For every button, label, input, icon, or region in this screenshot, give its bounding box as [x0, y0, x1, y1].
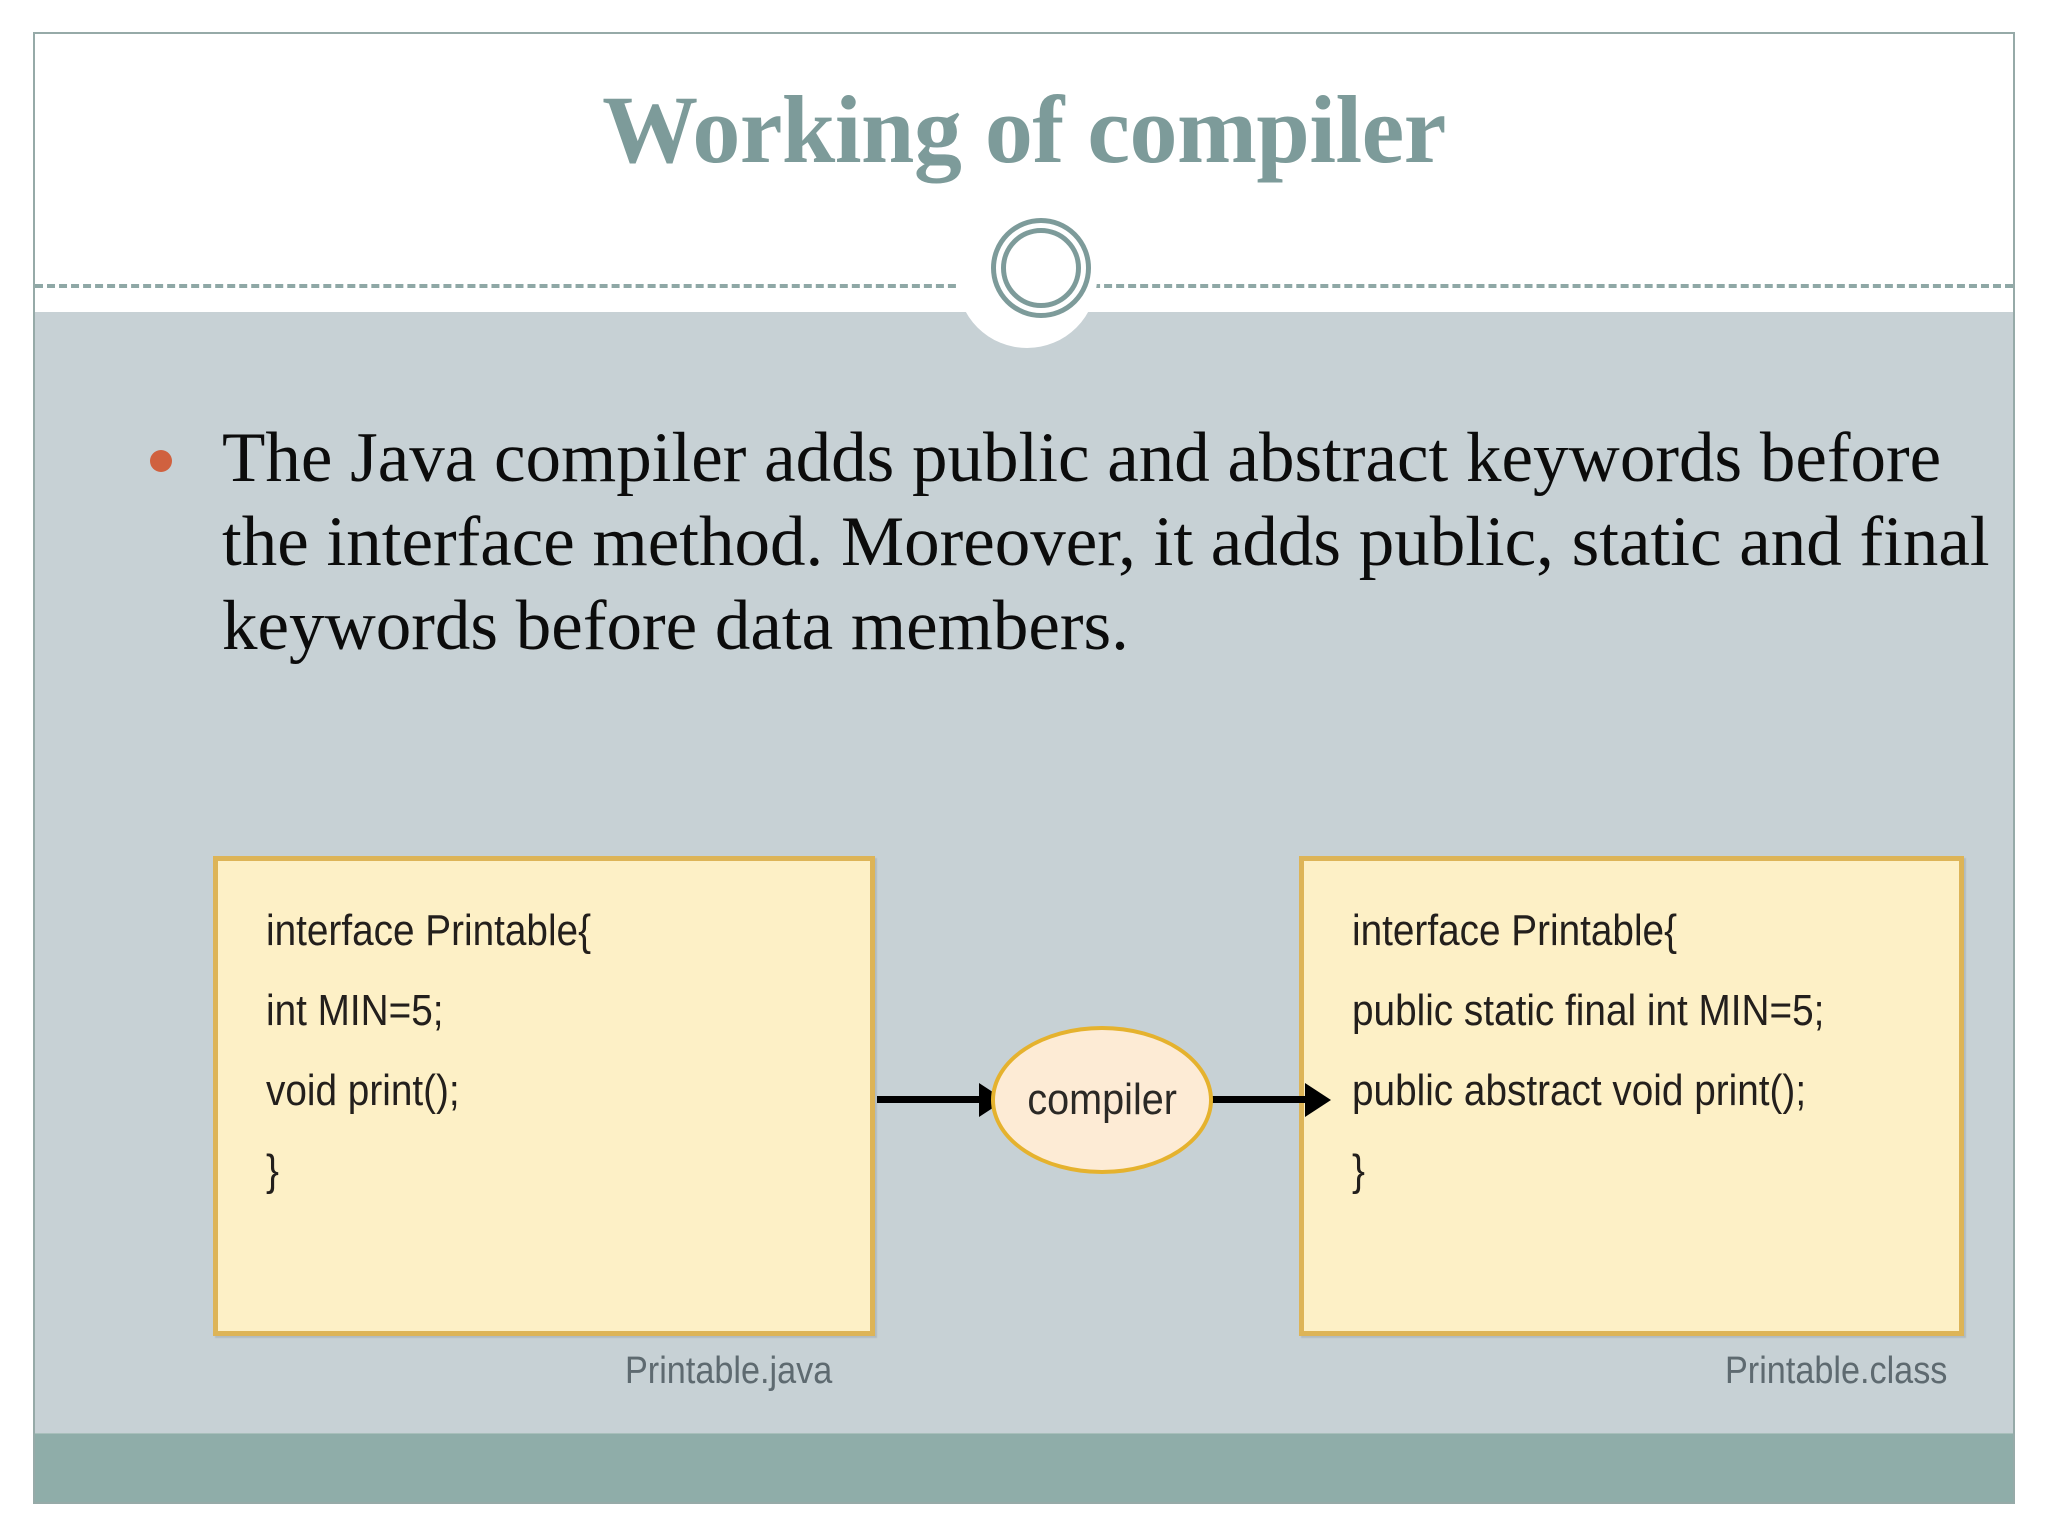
arrow-shaft-left — [877, 1096, 984, 1103]
source-code-lines: interface Printable{ int MIN=5; void pri… — [266, 909, 856, 1229]
output-file-label: Printable.class — [1725, 1350, 1948, 1392]
code-line: interface Printable{ — [1352, 906, 1678, 955]
compiler-flow-diagram: interface Printable{ int MIN=5; void pri… — [35, 312, 2013, 1502]
medallion-decoration — [991, 218, 1091, 318]
code-line: } — [1352, 1146, 1365, 1195]
bullet-item-text: The Java compiler adds public and abstra… — [222, 419, 1990, 665]
page-title: Working of compiler — [602, 76, 1446, 183]
bullet-dot-icon — [150, 450, 172, 472]
code-line: interface Printable{ — [266, 906, 592, 955]
slide-body: The Java compiler adds public and abstra… — [35, 208, 2013, 1502]
bullet-list: The Java compiler adds public and abstra… — [150, 417, 2013, 668]
compiler-node: compiler — [991, 1026, 1213, 1174]
source-file-label: Printable.java — [625, 1350, 833, 1392]
medallion-inner-ring-icon — [1001, 228, 1081, 308]
arrow-head-right-icon — [1305, 1083, 1331, 1117]
code-line: int MIN=5; — [266, 986, 444, 1035]
source-code-box: interface Printable{ int MIN=5; void pri… — [213, 856, 875, 1336]
output-code-lines: interface Printable{ public static final… — [1352, 909, 1945, 1229]
code-line: void print(); — [266, 1066, 460, 1115]
compiler-node-label: compiler — [1027, 1075, 1177, 1124]
code-line: public abstract void print(); — [1352, 1066, 1807, 1115]
bottom-accent-bar — [35, 1433, 2013, 1502]
output-code-box: interface Printable{ public static final… — [1299, 856, 1964, 1336]
slide-canvas: Working of compiler The Java compiler ad… — [33, 32, 2015, 1504]
code-line: public static final int MIN=5; — [1352, 986, 1825, 1035]
code-line: } — [266, 1146, 279, 1195]
arrow-shaft-right — [1203, 1096, 1311, 1103]
medallion-outer-ring-icon — [991, 218, 1091, 318]
